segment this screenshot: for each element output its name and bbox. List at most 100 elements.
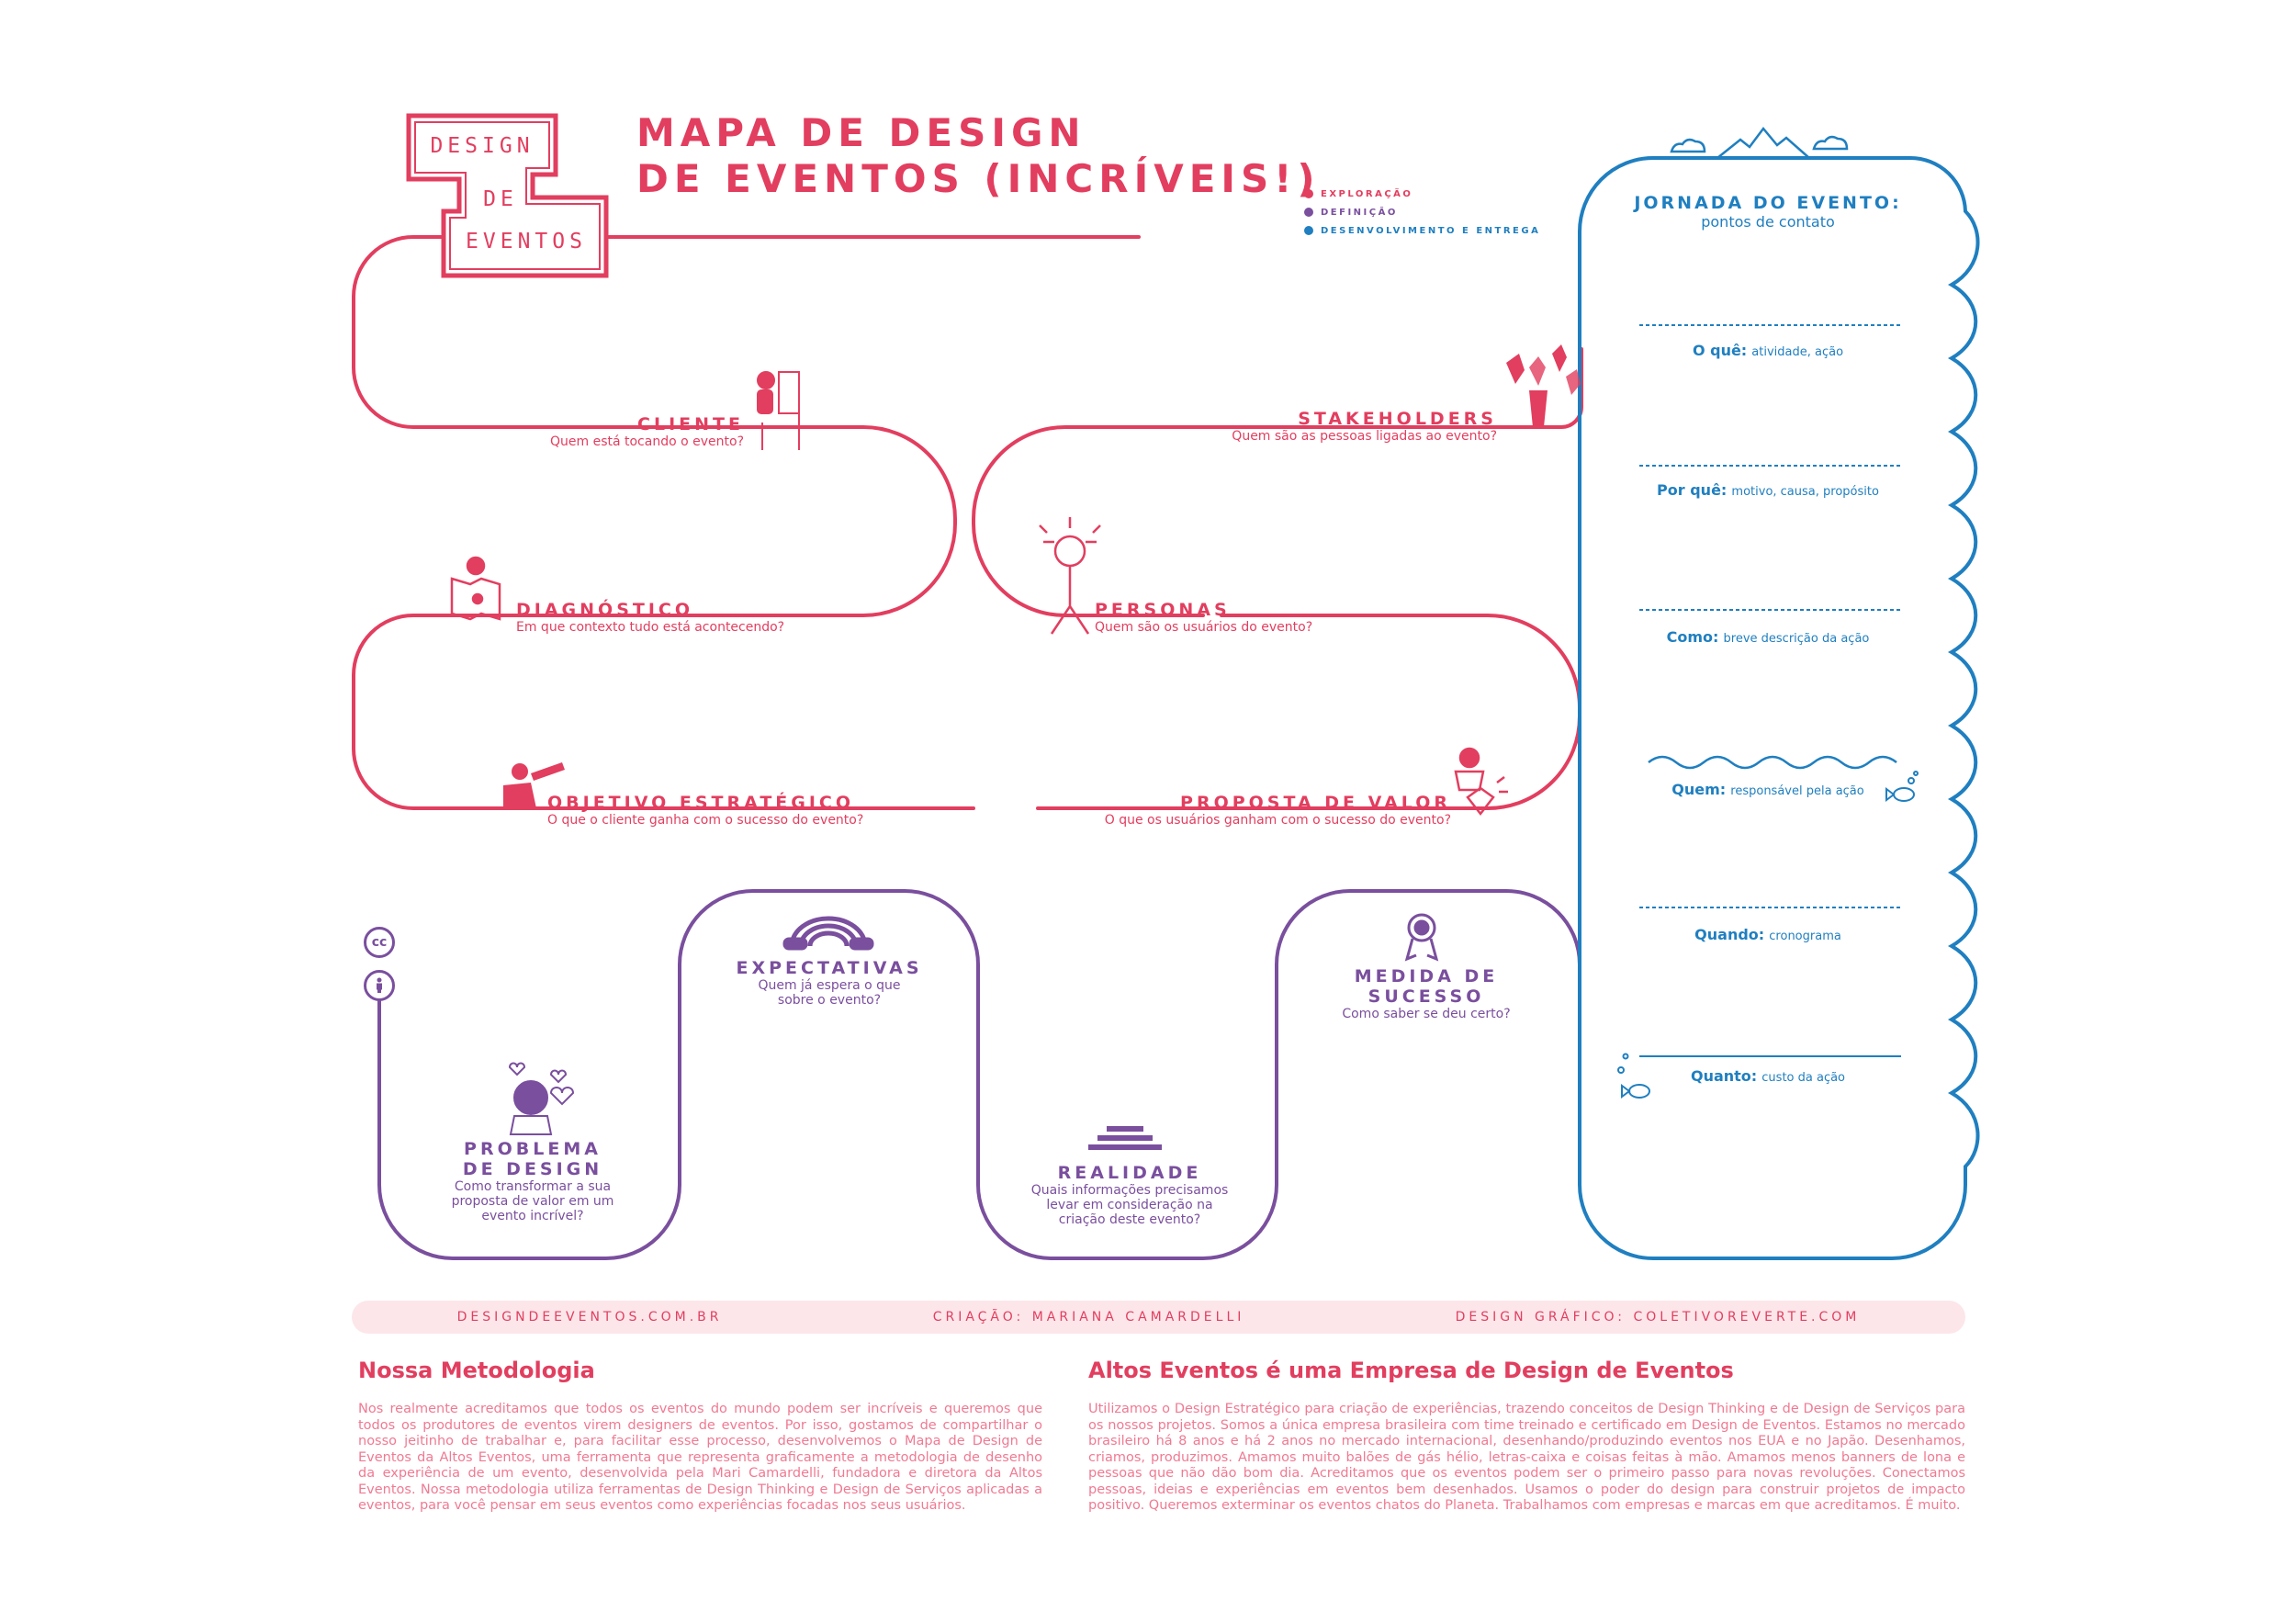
stage-medida: MEDIDA DE SUCESSO Como saber se deu cert… — [1306, 966, 1547, 1021]
diamond-person-icon — [1454, 747, 1508, 817]
legend-label: EXPLORAÇÃO — [1321, 188, 1413, 199]
journey-row-hint: custo da ação — [1761, 1071, 1846, 1085]
stage-problema: PROBLEMA DE DESIGN Como transformar a su… — [413, 1139, 652, 1223]
journey-row-label: Quem: — [1671, 781, 1727, 798]
journey-subtitle: pontos de contato — [1701, 213, 1835, 231]
logo-line-1: DESIGN — [430, 134, 535, 158]
stage-question: Quem são os usuários do evento? — [1095, 620, 1313, 635]
creative-commons-label: cc — [371, 935, 388, 950]
stage-question-line-1: Quais informações precisamos — [1030, 1183, 1229, 1198]
stage-objetivo: OBJETIVO ESTRATÉGICO O que o cliente gan… — [547, 793, 933, 828]
stage-question: Quem está tocando o evento? — [549, 434, 744, 449]
journey-title: JORNADA DO EVENTO: — [1634, 193, 1902, 213]
clapping-hands-icon — [1506, 344, 1581, 427]
legend-dot — [1304, 189, 1313, 198]
journey-row-oque[interactable]: O quê: atividade, ação — [1603, 342, 1933, 359]
stage-question-line-1: Quem já espera o que — [758, 978, 901, 993]
legend-label: DESENVOLVIMENTO E ENTREGA — [1321, 225, 1541, 236]
journey-row-label: Quanto: — [1690, 1067, 1758, 1085]
stage-question: Como saber se deu certo? — [1342, 1007, 1511, 1021]
stage-title: EXPECTATIVAS — [736, 958, 923, 978]
journey-header: JORNADA DO EVENTO: pontos de contato — [1603, 193, 1933, 231]
stage-question-line-1: Como transformar a sua — [454, 1179, 612, 1194]
page-title-line-1: MAPA DE DESIGN — [636, 110, 1086, 155]
legend-dot — [1304, 226, 1313, 235]
company-text: Utilizamos o Design Estratégico para cri… — [1088, 1402, 1965, 1513]
credits-bar: DESIGNDEEVENTOS.COM.BR CRIAÇÃO: MARIANA … — [352, 1301, 1965, 1334]
person-icon — [377, 977, 382, 993]
journey-row-label: Como: — [1666, 628, 1719, 646]
stage-cliente: CLIENTE Quem está tocando o evento? — [459, 414, 744, 449]
stage-stakeholders: STAKEHOLDERS Quem são as pessoas ligadas… — [1102, 409, 1497, 444]
journey-row-label: Quando: — [1694, 926, 1765, 943]
company-heading: Altos Eventos é uma Empresa de Design de… — [1088, 1358, 1734, 1383]
stage-question-line-2: levar em consideração na — [1046, 1198, 1213, 1212]
mountain-icon — [1716, 126, 1810, 159]
stage-title: REALIDADE — [1057, 1163, 1202, 1183]
stage-title: STAKEHOLDERS — [1298, 409, 1497, 429]
wave-separator — [1648, 755, 1897, 770]
stage-title: DIAGNÓSTICO — [516, 600, 694, 620]
stage-title: CLIENTE — [637, 414, 744, 434]
journey-row-hint: responsável pela ação — [1730, 784, 1864, 798]
journey-row-como[interactable]: Como: breve descrição da ação — [1603, 628, 1933, 646]
stage-title-line-2: SUCESSO — [1367, 986, 1485, 1007]
stage-question-line-3: criação deste evento? — [1058, 1212, 1201, 1227]
creative-commons-icon[interactable]: cc — [364, 927, 395, 958]
methodology-text: Nos realmente acreditamos que todos os e… — [358, 1402, 1042, 1513]
legend-item-definicao: DEFINIÇÃO — [1304, 203, 1540, 221]
stage-question-line-2: sobre o evento? — [777, 993, 882, 1008]
journey-row-hint: atividade, ação — [1751, 345, 1844, 359]
page-title-line-2: DE EVENTOS (INCRÍVEIS!) — [636, 156, 1321, 201]
legend-dot — [1304, 208, 1313, 217]
journey-row-label: Por quê: — [1657, 481, 1728, 499]
stage-title: PERSONAS — [1095, 600, 1231, 620]
company-section: Altos Eventos é uma Empresa de Design de… — [1088, 1358, 1965, 1515]
attribution-icon[interactable] — [364, 970, 395, 1001]
journey-frame — [1578, 156, 1980, 1260]
stage-title-line-1: MEDIDA DE — [1354, 966, 1499, 986]
stage-question-line-3: evento incrível? — [481, 1209, 584, 1223]
site-link[interactable]: DESIGNDEEVENTOS.COM.BR — [456, 1310, 723, 1324]
journey-row-porque[interactable]: Por quê: motivo, causa, propósito — [1603, 481, 1933, 499]
journey-separators — [1639, 324, 1901, 908]
medal-icon — [1404, 913, 1439, 962]
logo-line-3: EVENTOS — [466, 230, 587, 254]
legend: EXPLORAÇÃO DEFINIÇÃO DESENVOLVIMENTO E E… — [1304, 185, 1540, 240]
stage-personas: PERSONAS Quem são os usuários do evento? — [1095, 600, 1462, 635]
logo-frame — [406, 113, 609, 278]
stage-question: Em que contexto tudo está acontecendo? — [516, 620, 785, 635]
stage-question: O que os usuários ganham com o sucesso d… — [1104, 813, 1451, 828]
legend-item-desenvolvimento: DESENVOLVIMENTO E ENTREGA — [1304, 221, 1540, 240]
stage-diagnostico: DIAGNÓSTICO Em que contexto tudo está ac… — [516, 600, 884, 635]
fish-icon — [1617, 771, 1919, 1099]
creation-credit: CRIAÇÃO: MARIANA CAMARDELLI — [932, 1310, 1245, 1324]
bricks-icon — [1088, 1126, 1162, 1150]
stage-title: OBJETIVO ESTRATÉGICO — [547, 793, 855, 813]
stage-realidade: REALIDADE Quais informações precisamos l… — [1001, 1163, 1258, 1227]
stage-question: Quem são as pessoas ligadas ao evento? — [1232, 429, 1497, 444]
legend-label: DEFINIÇÃO — [1321, 207, 1398, 218]
journey-row-hint: motivo, causa, propósito — [1731, 485, 1879, 499]
stage-expectativas: EXPECTATIVAS Quem já espera o que sobre … — [709, 958, 950, 1008]
stage-title-line-2: DE DESIGN — [462, 1159, 603, 1179]
legend-item-exploracao: EXPLORAÇÃO — [1304, 185, 1540, 203]
logo-line-2: DE — [483, 187, 518, 211]
persona-icon — [1039, 517, 1101, 635]
methodology-heading: Nossa Metodologia — [358, 1358, 595, 1383]
journey-row-hint: cronograma — [1769, 930, 1841, 943]
journey-row-label: O quê: — [1692, 342, 1748, 359]
stage-title-line-1: PROBLEMA — [464, 1139, 602, 1159]
stage-title: PROPOSTA DE VALOR — [1180, 793, 1451, 813]
graphic-credit[interactable]: DESIGN GRÁFICO: COLETIVOREVERTE.COM — [1455, 1310, 1861, 1324]
rainbow-icon — [782, 916, 874, 951]
stage-question: O que o cliente ganha com o sucesso do e… — [547, 813, 864, 828]
journey-row-quem[interactable]: Quem: responsável pela ação — [1603, 781, 1933, 798]
piano-player-icon — [757, 371, 800, 450]
exploration-path — [352, 235, 1583, 810]
telescope-icon — [503, 762, 565, 808]
journey-row-quanto[interactable]: Quanto: custo da ação — [1603, 1067, 1933, 1085]
journey-row-quando[interactable]: Quando: cronograma — [1603, 926, 1933, 943]
methodology-section: Nossa Metodologia Nos realmente acredita… — [358, 1358, 1042, 1515]
